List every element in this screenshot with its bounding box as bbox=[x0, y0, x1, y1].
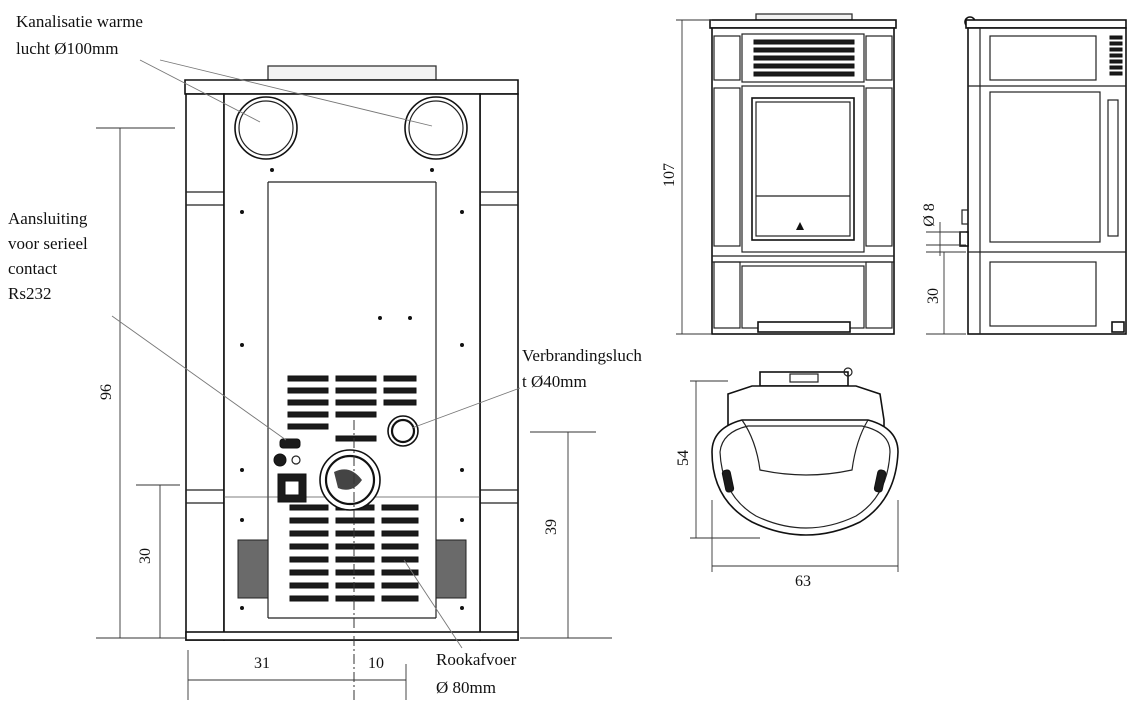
front-top-plate bbox=[709, 19, 897, 29]
dim-width-left: 31 bbox=[254, 655, 270, 672]
front-view bbox=[709, 13, 897, 335]
dim-back-lower: 30 bbox=[137, 548, 154, 564]
side-pipe bbox=[959, 231, 969, 247]
side-top-plate bbox=[965, 19, 1127, 29]
dim-back-height: 96 bbox=[98, 384, 115, 400]
vent-grille-lower bbox=[289, 504, 419, 602]
screws bbox=[240, 168, 464, 610]
side-foot bbox=[1111, 321, 1125, 333]
warm-air-label-line1: Kanalisatie warme bbox=[16, 12, 143, 31]
serial-label-line3: contact bbox=[8, 259, 57, 278]
dim-side-pipe: Ø 8 bbox=[921, 203, 938, 227]
dim-side-lower: 30 bbox=[925, 288, 942, 304]
top-view bbox=[711, 367, 899, 536]
serial-port bbox=[279, 438, 301, 449]
dim-flue-height: 39 bbox=[543, 519, 560, 535]
dim-front-height: 107 bbox=[661, 163, 678, 187]
top-dimensions bbox=[690, 380, 899, 572]
front-door-glass bbox=[751, 97, 855, 241]
dim-top-width: 63 bbox=[795, 573, 811, 590]
side-view bbox=[959, 16, 1127, 335]
back-dimensions bbox=[96, 127, 612, 700]
flue-label-line2: Ø 80mm bbox=[436, 678, 496, 697]
control-knob bbox=[273, 453, 287, 467]
side-body bbox=[967, 27, 1127, 335]
serial-label-line1: Aansluiting bbox=[8, 209, 88, 228]
warm-air-outlet-left bbox=[234, 96, 298, 160]
serial-label-line4: Rs232 bbox=[8, 284, 51, 303]
top-left-vent bbox=[721, 469, 735, 493]
front-vent bbox=[753, 39, 855, 77]
top-handle bbox=[267, 65, 437, 81]
warm-air-outlet-right bbox=[404, 96, 468, 160]
top-right-vent bbox=[873, 469, 887, 493]
top-view-front bbox=[711, 419, 899, 536]
back-view bbox=[184, 65, 519, 702]
side-vent bbox=[1109, 35, 1123, 76]
right-column bbox=[479, 93, 519, 641]
dim-top-depth: 54 bbox=[675, 450, 692, 466]
dim-width-right: 10 bbox=[368, 655, 384, 672]
side-dimensions bbox=[926, 222, 966, 335]
vent-grille-upper bbox=[287, 375, 417, 442]
serial-label-line2: voor serieel bbox=[8, 234, 88, 253]
base bbox=[185, 631, 519, 641]
leader-lines bbox=[111, 59, 521, 649]
left-column bbox=[185, 93, 225, 641]
dimension-labels: 96 30 39 31 10 107 Ø 8 30 54 63 bbox=[98, 163, 942, 672]
left-side-vent bbox=[237, 539, 269, 599]
right-side-vent bbox=[435, 539, 467, 599]
front-base-tray bbox=[757, 321, 851, 333]
top-plate bbox=[184, 79, 519, 95]
flame-icon bbox=[796, 222, 804, 230]
combustion-air-label-line2: t Ø40mm bbox=[522, 372, 587, 391]
warm-air-label-line2: lucht Ø100mm bbox=[16, 39, 118, 58]
combustion-air-label-line1: Verbrandingsluch bbox=[522, 346, 642, 365]
component-labels: Kanalisatie warme lucht Ø100mm Aansluiti… bbox=[8, 12, 642, 697]
flue-label-line1: Rookafvoer bbox=[436, 650, 517, 669]
front-dimensions bbox=[676, 19, 712, 335]
front-top-handle bbox=[755, 13, 853, 21]
